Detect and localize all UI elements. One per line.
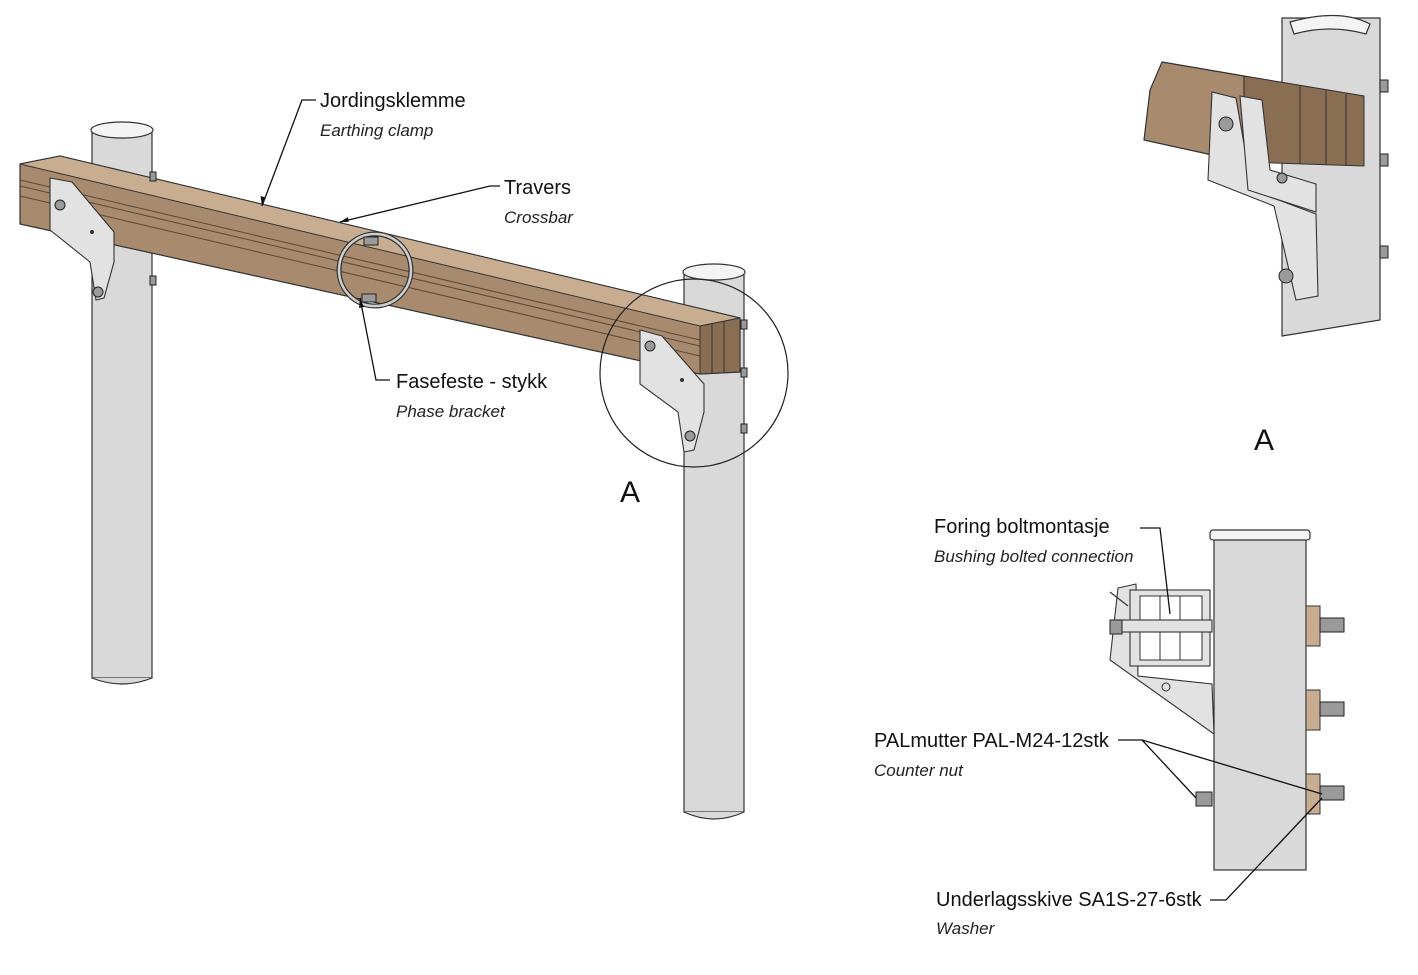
crossbar-sublabel: Crossbar	[504, 208, 574, 227]
detail-view-a	[1143, 14, 1389, 337]
bushing-label: Foring boltmontasje	[934, 516, 1110, 538]
label-washer: Underlagsskive SA1S-27-6stk Washer	[936, 889, 1203, 938]
phase-bracket-label: Fasefeste - stykk	[396, 371, 548, 393]
phase-bracket-ring	[336, 231, 414, 309]
label-phase-bracket: Fasefeste - stykk Phase bracket	[396, 371, 548, 421]
label-bushing: Foring boltmontasje Bushing bolted conne…	[934, 516, 1133, 566]
section-view	[1109, 529, 1345, 871]
washer-label: Underlagsskive SA1S-27-6stk	[936, 889, 1203, 911]
left-bracket	[49, 177, 115, 301]
crossbar-beam	[19, 155, 741, 375]
main-assembly	[19, 121, 789, 820]
detail-mark-main: A	[620, 476, 640, 509]
washer-sublabel: Washer	[936, 919, 996, 938]
earthing-clamp-label: Jordingsklemme	[320, 90, 466, 112]
crossbar-label: Travers	[504, 177, 571, 199]
label-earthing-clamp: Jordingsklemme Earthing clamp	[320, 90, 466, 140]
phase-bracket-sublabel: Phase bracket	[396, 402, 506, 421]
leader-lines	[260, 99, 1323, 901]
right-bracket	[149, 171, 748, 453]
counter-nut-sublabel: Counter nut	[874, 761, 964, 780]
label-counter-nut: PALmutter PAL-M24-12stk Counter nut	[874, 730, 1110, 780]
detail-circle-a	[599, 278, 789, 468]
earthing-clamp-sublabel: Earthing clamp	[320, 121, 433, 140]
bushing-sublabel: Bushing bolted connection	[934, 547, 1133, 566]
counter-nut-label: PALmutter PAL-M24-12stk	[874, 730, 1110, 752]
detail-mark-view: A	[1254, 424, 1274, 457]
label-crossbar: Travers Crossbar	[504, 177, 574, 227]
